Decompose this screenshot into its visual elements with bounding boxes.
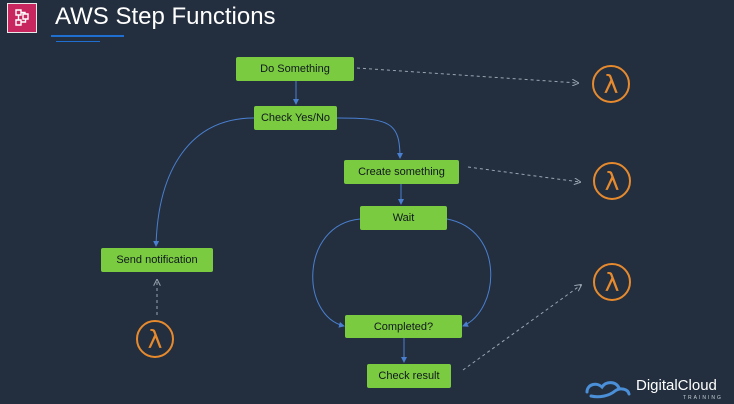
edge-wait-left-loop [312, 218, 361, 328]
edge-check-to-send [153, 117, 255, 247]
dash-result-to-lambda [462, 285, 581, 371]
state-do-something[interactable]: Do Something [236, 57, 354, 81]
aws-lambda-icon: λ [593, 263, 631, 301]
page-title: AWS Step Functions [55, 3, 276, 30]
state-completed[interactable]: Completed? [345, 315, 462, 338]
logo-tagline: TRAINING [683, 395, 723, 401]
state-check-yes-no[interactable]: Check Yes/No [254, 106, 337, 130]
state-send-notification[interactable]: Send notification [101, 248, 213, 272]
aws-lambda-icon: λ [592, 65, 630, 103]
aws-lambda-icon: λ [136, 320, 174, 358]
state-wait[interactable]: Wait [360, 206, 447, 230]
state-create-something[interactable]: Create something [344, 160, 459, 184]
aws-lambda-icon: λ [593, 162, 631, 200]
edge-wait-right-loop [446, 218, 492, 327]
cloud-logo-icon [585, 381, 631, 399]
state-check-result[interactable]: Check result [367, 364, 451, 388]
step-functions-icon [7, 3, 37, 33]
title-underline-short [56, 41, 100, 42]
dash-do-to-lambda [356, 67, 578, 83]
digitalcloud-logo: DigitalCloud TRAINING [583, 376, 733, 402]
edge-check-to-create [336, 117, 403, 159]
dash-create-to-lambda [467, 166, 580, 182]
title-underline [51, 35, 124, 37]
logo-wordmark: DigitalCloud [636, 377, 717, 394]
